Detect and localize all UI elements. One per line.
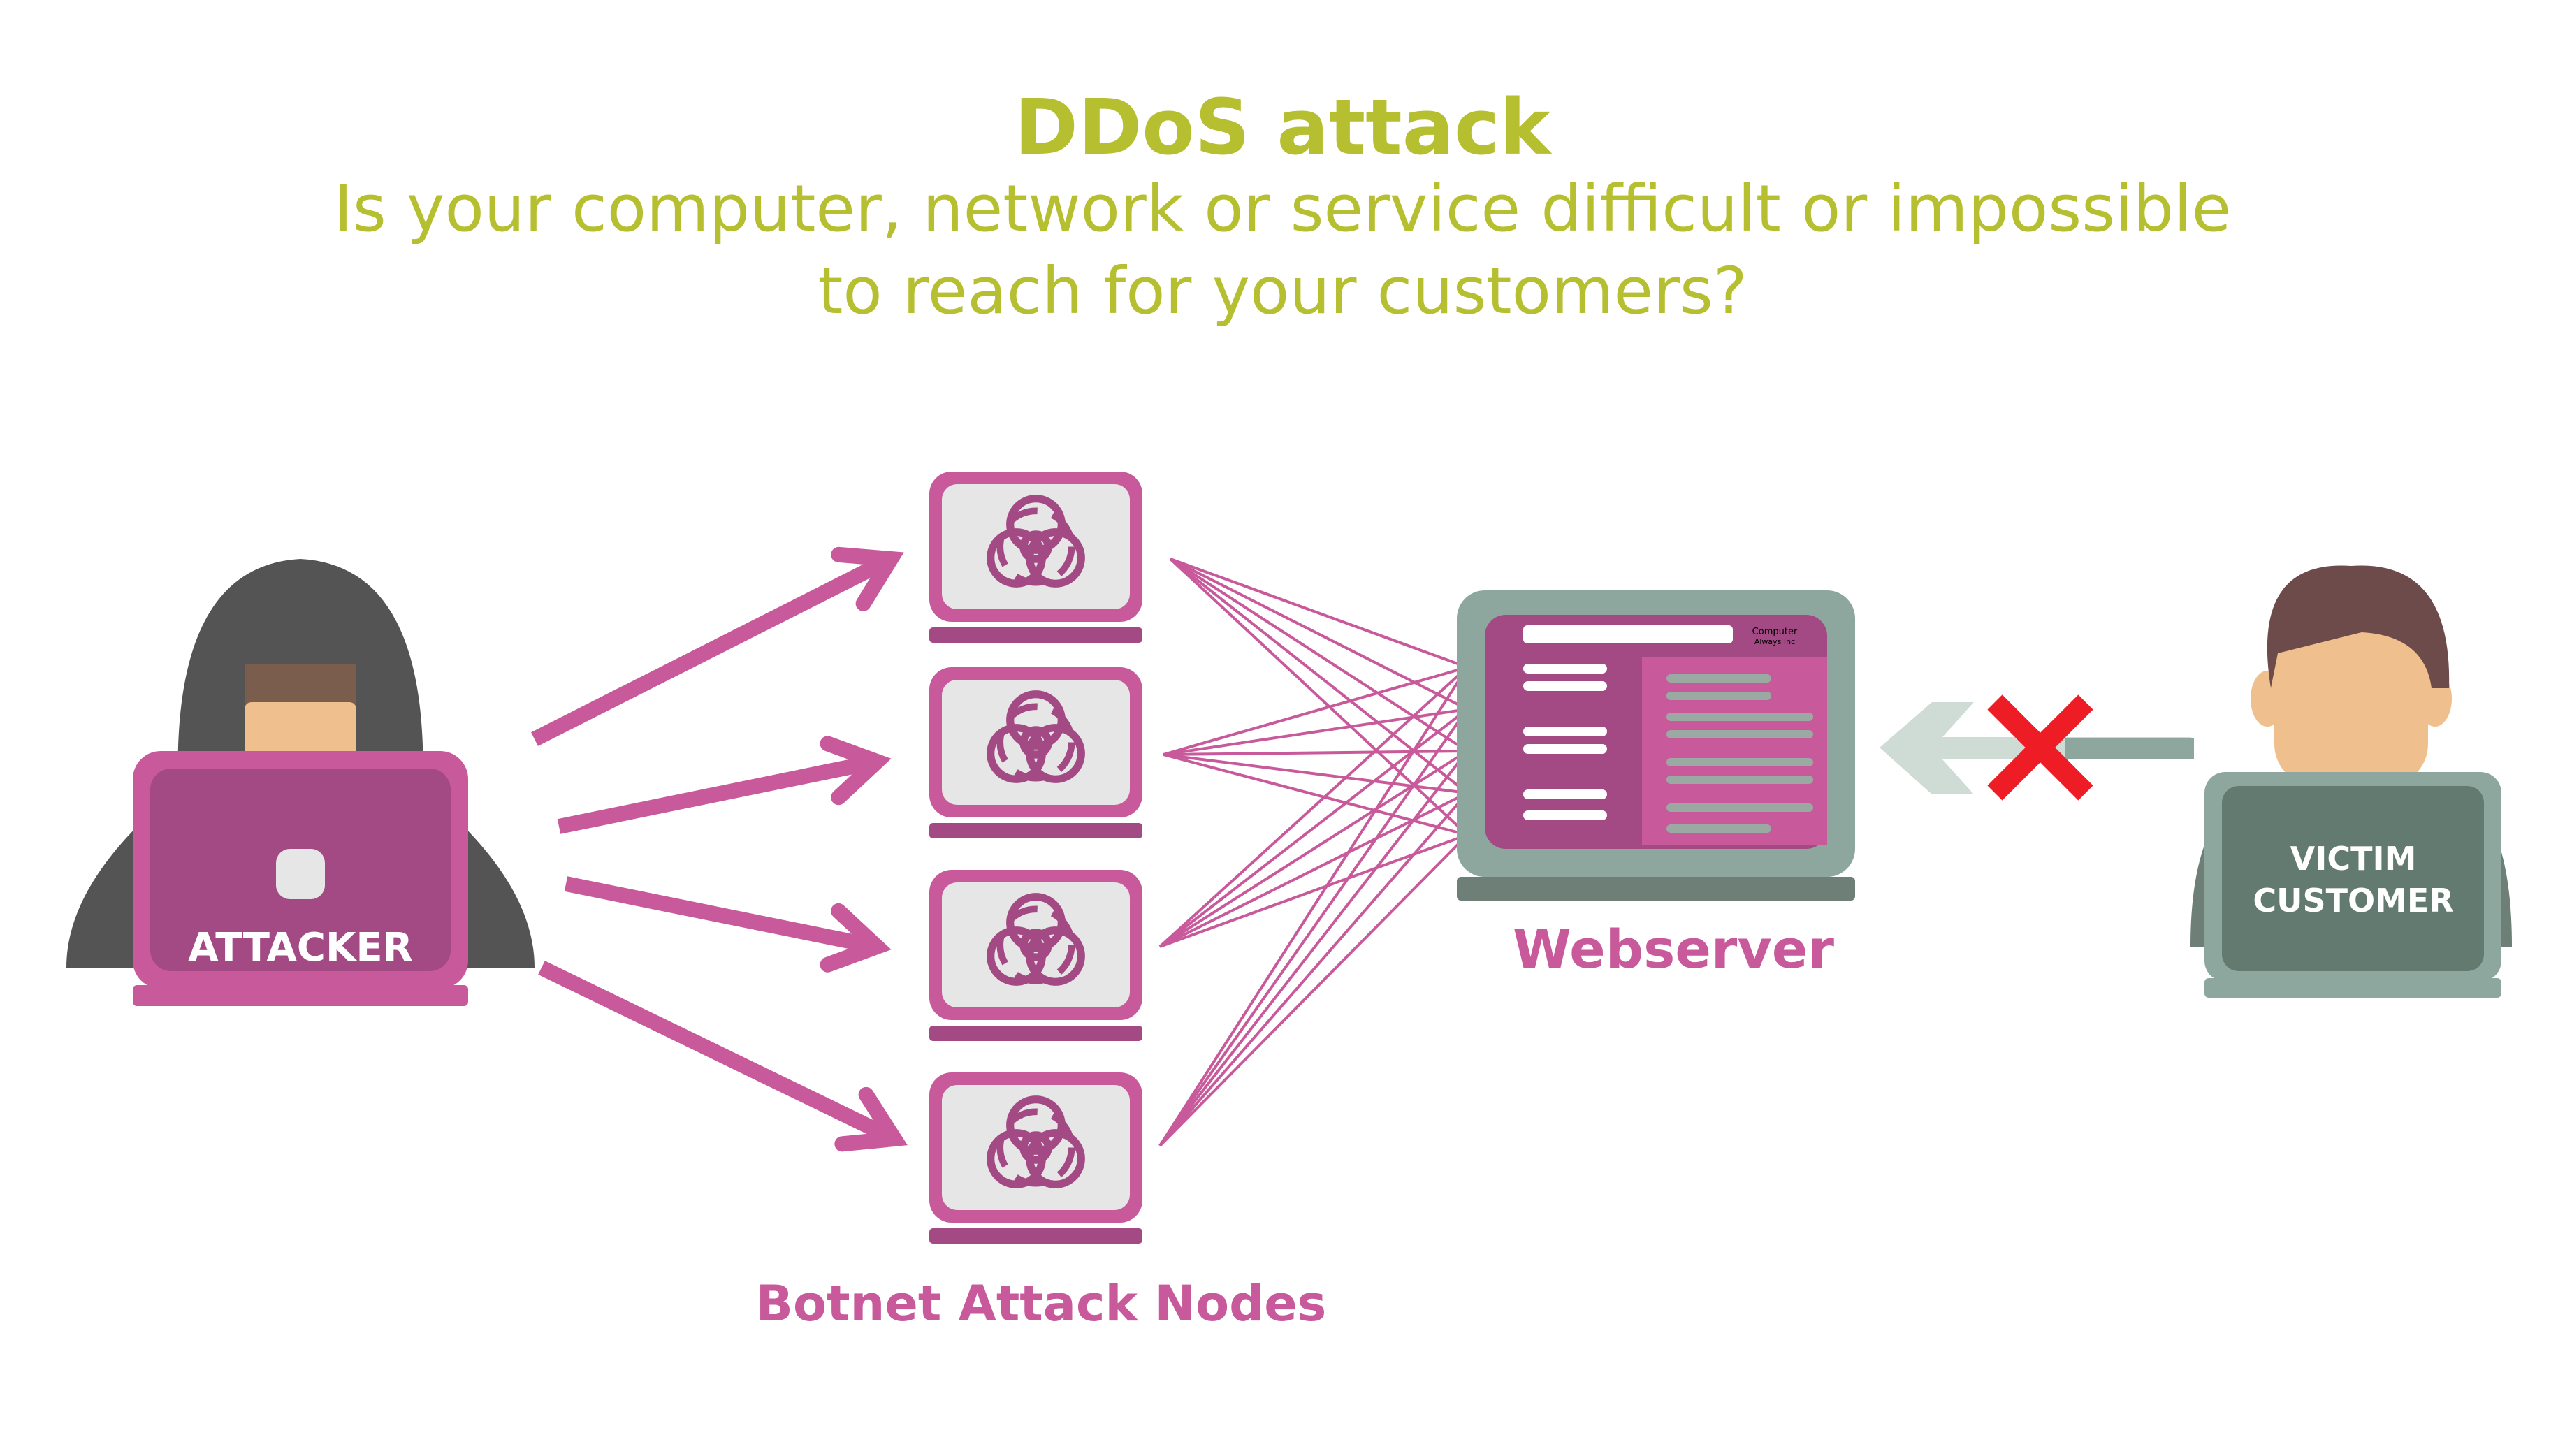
- traffic-line: [1169, 558, 1469, 794]
- traffic-line: [1158, 750, 1469, 1147]
- arrow-head: [831, 546, 904, 611]
- traffic-line: [1158, 708, 1469, 948]
- traffic-line: [1163, 753, 1468, 794]
- botnet-node: [929, 1072, 1142, 1244]
- traffic-line: [1158, 833, 1469, 1147]
- arrow-head: [834, 1086, 908, 1152]
- content-line: [1666, 758, 1813, 766]
- server-content-lines: [1666, 674, 1813, 833]
- node-base: [929, 823, 1142, 838]
- content-line: [1666, 776, 1813, 784]
- menu-bar: [1523, 744, 1607, 754]
- traffic-line: [1158, 792, 1469, 1147]
- arrow-shaft: [538, 961, 898, 1146]
- node-base: [929, 1026, 1142, 1041]
- content-line: [1666, 692, 1771, 700]
- botnet-nodes: [929, 472, 1142, 1244]
- traffic-line: [1163, 750, 1468, 756]
- attacker-face: [245, 702, 356, 758]
- menu-bar: [1523, 810, 1607, 820]
- botnet-node: [929, 667, 1142, 838]
- menu-bar: [1523, 664, 1607, 674]
- attacker-label: ATTACKER: [188, 925, 413, 970]
- victim-laptop-screen: [2222, 786, 2484, 971]
- subtitle-line-2: to reach for your customers?: [818, 254, 1747, 328]
- arrow-head: [820, 736, 892, 806]
- arrow-shaft: [531, 552, 894, 746]
- traffic-line: [1158, 708, 1469, 1147]
- victim-laptop-base: [2204, 978, 2501, 998]
- cross-icon: [1987, 694, 2093, 801]
- victim-face: [2274, 625, 2428, 786]
- webserver-label: Webserver: [1513, 918, 1834, 980]
- attack-arrow: [538, 961, 908, 1152]
- subtitle-line-1: Is your computer, network or service dif…: [333, 171, 2232, 246]
- traffic-line: [1158, 666, 1469, 1147]
- botnet-node: [929, 870, 1142, 1041]
- traffic-line: [1169, 558, 1469, 752]
- content-line: [1666, 730, 1813, 738]
- traffic-line: [1159, 792, 1468, 948]
- traffic-line: [1170, 558, 1468, 669]
- server-menu-bars: [1523, 664, 1607, 820]
- attacker-laptop-base: [133, 985, 468, 1006]
- victim-label-line2: CUSTOMER: [2253, 882, 2453, 919]
- attacker-figure: ATTACKER: [66, 559, 535, 1006]
- attack-arrows: [531, 546, 908, 1152]
- traffic-line: [1158, 666, 1469, 948]
- apple-logo-icon: [276, 849, 325, 899]
- traffic-line: [1159, 833, 1468, 948]
- attacker-face-shadow: [245, 664, 356, 706]
- server-logo-line2: Always Inc: [1754, 637, 1795, 646]
- traffic-line: [1163, 753, 1468, 836]
- victim-hair: [2267, 565, 2450, 688]
- arrow-shaft: [564, 876, 879, 954]
- node-base: [929, 1228, 1142, 1244]
- attack-arrow: [564, 876, 892, 973]
- server-logo-line1: Computer: [1752, 627, 1798, 637]
- traffic-line: [1169, 558, 1469, 836]
- server-base: [1457, 877, 1855, 901]
- content-line: [1666, 824, 1771, 833]
- traffic-line: [1163, 708, 1468, 756]
- arrow-head: [820, 903, 892, 973]
- server-address-bar: [1523, 625, 1733, 643]
- traffic-line: [1170, 558, 1468, 711]
- menu-bar: [1523, 789, 1607, 799]
- attack-arrow: [557, 736, 892, 834]
- menu-bar: [1523, 727, 1607, 736]
- attack-arrow: [531, 546, 904, 746]
- blocked-arrow-head: [1880, 702, 1974, 794]
- botnet-traffic-lines: [1158, 558, 1469, 1147]
- content-line: [1666, 674, 1771, 683]
- botnet-node: [929, 472, 1142, 643]
- server-content-panel: [1642, 657, 1827, 845]
- menu-bar: [1523, 681, 1607, 691]
- victim-label-line1: VICTIM: [2290, 840, 2417, 878]
- webserver-figure: Computer Always Inc Webserver: [1457, 590, 1855, 980]
- victim-request-line: [2065, 738, 2194, 759]
- content-line: [1666, 713, 1813, 721]
- botnet-label: Botnet Attack Nodes: [756, 1275, 1327, 1332]
- victim-figure: VICTIM CUSTOMER: [2190, 565, 2512, 998]
- traffic-line: [1158, 750, 1469, 948]
- content-line: [1666, 803, 1813, 812]
- arrow-shaft: [557, 754, 879, 834]
- traffic-line: [1163, 666, 1468, 756]
- node-base: [929, 627, 1142, 643]
- blocked-request: [1880, 694, 2194, 801]
- page-title: DDoS attack: [1014, 82, 1551, 172]
